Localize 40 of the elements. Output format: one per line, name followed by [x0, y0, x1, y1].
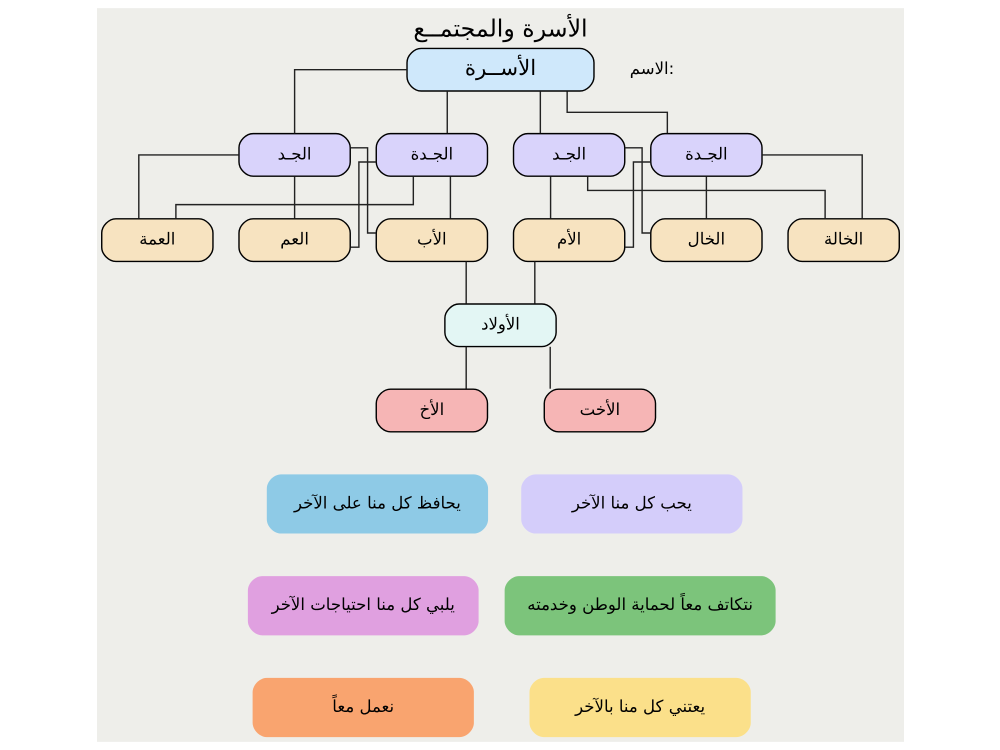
connector	[449, 176, 451, 218]
connector	[350, 147, 376, 234]
connector	[624, 147, 650, 234]
connector	[350, 161, 376, 248]
node-box: الأســرة	[406, 48, 594, 92]
node-box: العمة	[100, 218, 214, 262]
node-box: يحب كل منا الآخر	[520, 474, 742, 534]
connector	[624, 161, 650, 248]
node-box: الجـد	[512, 132, 625, 177]
node-box: الجـدة	[375, 132, 488, 177]
connector	[549, 346, 550, 389]
node-box: الخال	[650, 218, 762, 262]
diagram-title: الأسرة والمجتمــع	[412, 14, 588, 43]
node-box: الجـدة	[650, 132, 762, 177]
label: الاسم:	[629, 59, 674, 78]
node-box: الخالة	[786, 218, 900, 262]
connector	[464, 346, 466, 389]
node-box: الجـد	[238, 132, 350, 177]
connector	[293, 69, 406, 134]
connector	[566, 92, 668, 134]
node-box: يحافظ كل منا على الآخر	[266, 474, 488, 534]
connector	[464, 262, 466, 304]
node-box: الأولاد	[444, 303, 556, 348]
node-box: يلبي كل منا احتياجات الآخر	[247, 576, 478, 636]
node-box: الأخ	[375, 388, 488, 432]
connector	[293, 176, 295, 218]
connector	[534, 262, 536, 304]
connector	[539, 91, 541, 134]
connector	[446, 91, 448, 134]
node-box: العم	[238, 218, 350, 262]
node-box: الأم	[512, 218, 625, 262]
node-box: نعمل معاً	[252, 678, 474, 738]
node-box: نتكاتف معاً لحماية الوطن وخدمته	[504, 576, 776, 636]
node-box: يعتني كل منا بالآخر	[529, 678, 750, 738]
node-box: الأب	[375, 218, 488, 262]
connector	[138, 154, 238, 219]
connector	[549, 176, 551, 218]
connector	[705, 176, 707, 218]
node-box: الأخت	[543, 388, 656, 432]
connector	[762, 154, 862, 219]
